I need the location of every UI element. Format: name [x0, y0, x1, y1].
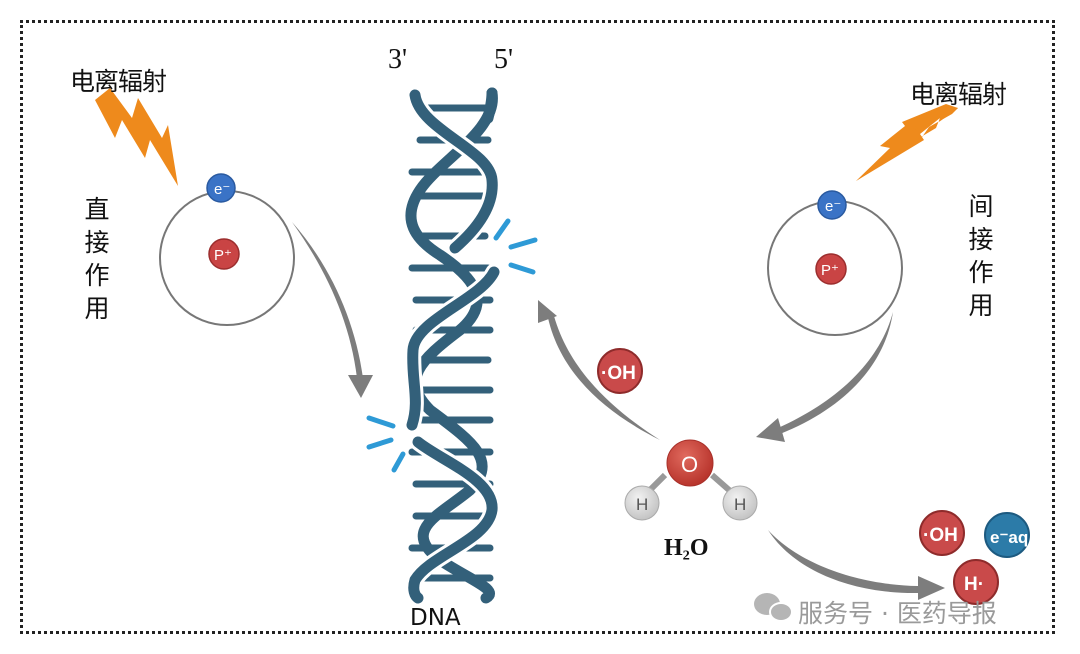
proton-right-icon — [815, 253, 847, 285]
water-label: H₂O — [664, 535, 709, 561]
arrow-direct-to-dna — [292, 222, 373, 398]
lightning-bolt-left-icon — [95, 88, 178, 186]
hydrated-electron-icon: e⁻aq — [984, 512, 1030, 558]
hydroxyl-radical-product-label: ·OH — [923, 525, 958, 546]
indirect-action-char: 间 — [968, 192, 994, 221]
hydroxyl-radical-product-icon: ·OH — [919, 510, 965, 556]
electron-right-icon — [817, 190, 847, 220]
hydrogen-left-label: H — [636, 495, 648, 514]
electron-left-label: e⁻ — [214, 181, 230, 198]
dna-break-marks-upper-icon — [493, 218, 538, 275]
electron-right-label: e⁻ — [825, 198, 841, 215]
direct-action-char: 直 — [84, 195, 110, 224]
indirect-action-char: 接 — [968, 225, 994, 254]
hydrogen-right-label: H — [734, 495, 746, 514]
direct-action-label: 直 接 作 用 — [82, 193, 112, 325]
three-prime-label: 3' — [388, 44, 408, 75]
radiation-label-left: 电离辐射 — [70, 67, 167, 96]
lightning-bolt-right-icon — [856, 104, 958, 181]
indirect-action-char: 用 — [968, 291, 994, 320]
hydrogen-radical-label: H· — [964, 574, 984, 595]
wechat-logo-icon — [754, 593, 793, 622]
water-molecule-icon: O H H — [624, 439, 758, 521]
indirect-action-label: 间 接 作 用 — [966, 190, 996, 322]
proton-left-label: P⁺ — [214, 247, 232, 264]
oxygen-label: O — [681, 452, 698, 477]
direct-action-char: 接 — [84, 228, 110, 257]
arrow-water-to-radicals — [768, 530, 945, 600]
hydroxyl-radical-middle-icon: ·OH — [597, 348, 643, 394]
dotted-border-frame — [20, 20, 1055, 634]
arrow-indirect-to-water — [756, 312, 893, 442]
electron-left-icon — [206, 173, 236, 203]
arrow-water-to-dna — [538, 300, 660, 440]
proton-right-label: P⁺ — [821, 262, 839, 279]
hydroxyl-radical-middle-label: ·OH — [601, 363, 636, 384]
hydrogen-radical-icon: H· — [953, 559, 999, 605]
dna-label: DNA — [410, 605, 461, 631]
radiation-label-right: 电离辐射 — [910, 80, 1007, 109]
dna-helix-icon — [403, 86, 503, 604]
direct-action-char: 用 — [84, 294, 110, 323]
dna-break-marks-lower-icon — [366, 415, 406, 473]
indirect-action-char: 作 — [968, 258, 994, 287]
atom-right: e⁻ P⁺ — [767, 190, 903, 336]
watermark-text: 服务号 · 医药导报 — [798, 599, 997, 628]
direct-action-char: 作 — [84, 261, 110, 290]
five-prime-label: 5' — [494, 44, 514, 75]
atom-left: e⁻ P⁺ — [159, 173, 295, 326]
hydrated-electron-label: e⁻aq — [990, 528, 1028, 547]
proton-left-icon — [208, 238, 240, 270]
